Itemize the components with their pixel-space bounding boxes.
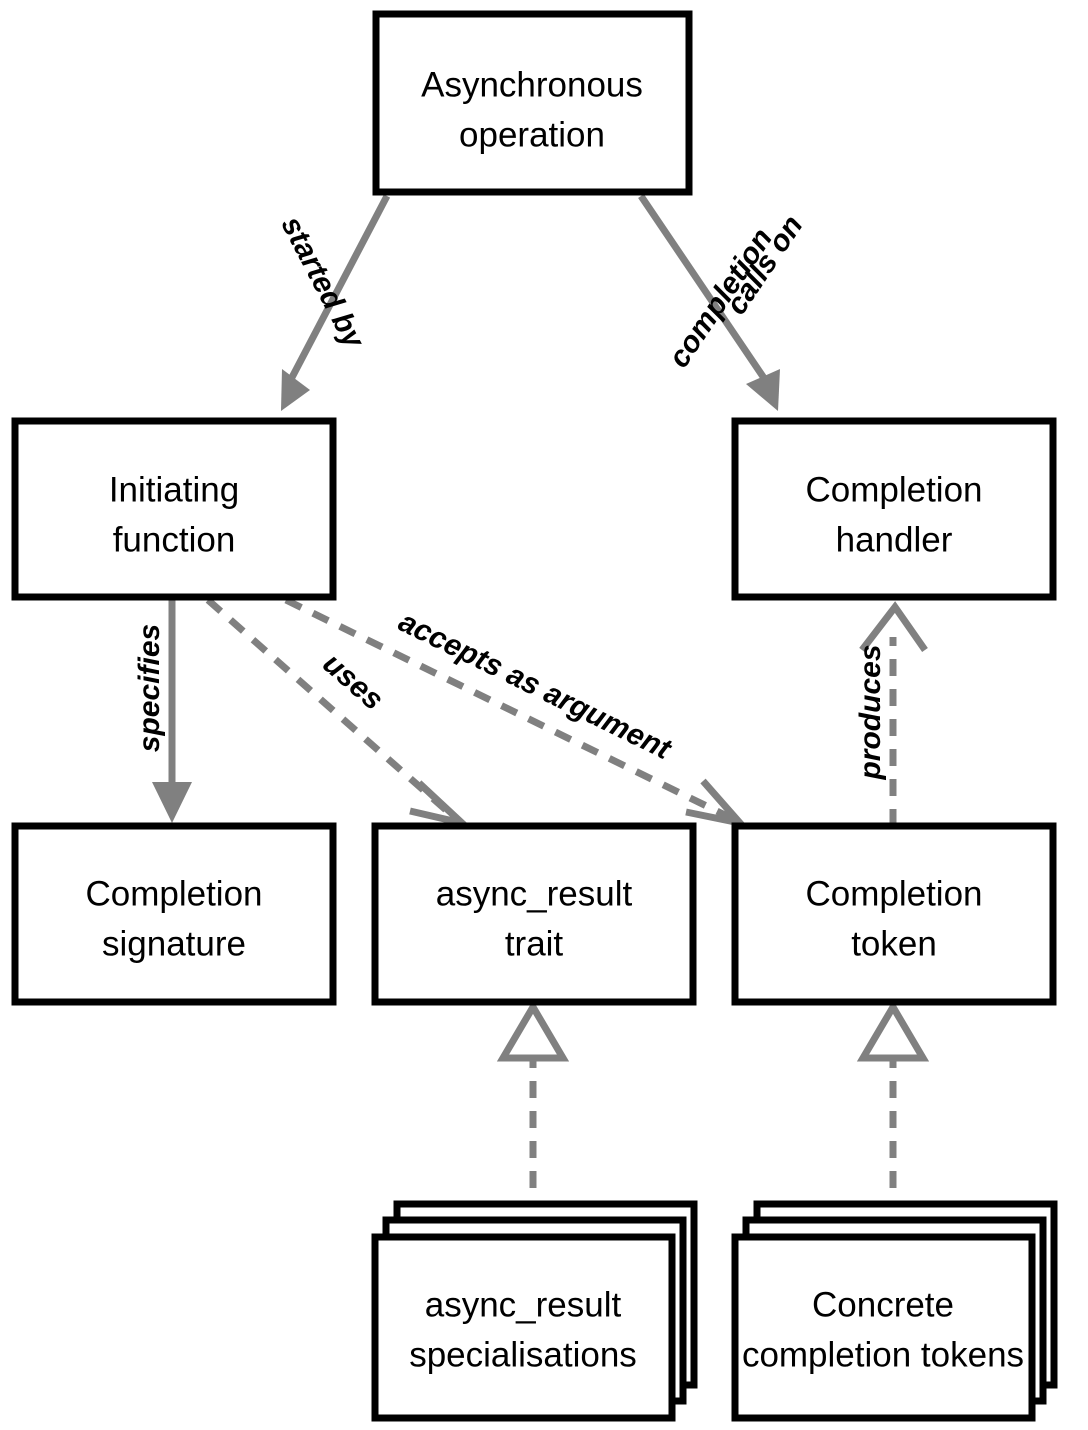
async-result-trait-label-line2: trait bbox=[505, 924, 564, 963]
concrete-completion-tokens-label-line1: Concrete bbox=[812, 1285, 954, 1324]
concrete-completion-tokens-box[interactable] bbox=[731, 1233, 1036, 1422]
asynchronous-operation-node[interactable]: Asynchronous operation bbox=[372, 10, 693, 196]
edge-started-by-label: started by bbox=[275, 211, 371, 355]
initiating-function-label-line1: Initiating bbox=[109, 470, 239, 509]
edge-specifies-arrowhead bbox=[152, 782, 192, 823]
completion-signature-node[interactable]: Completion signature bbox=[11, 822, 337, 1006]
edge-started-by: started by bbox=[275, 194, 391, 411]
completion-token-box[interactable] bbox=[731, 822, 1057, 1006]
asynchronous-operation-box[interactable] bbox=[372, 10, 693, 196]
completion-handler-box[interactable] bbox=[731, 417, 1057, 601]
completion-handler-label-line1: Completion bbox=[805, 470, 982, 509]
edge-async-result-realization bbox=[496, 1000, 570, 1218]
edge-calls-on-completion-arrowhead bbox=[746, 369, 780, 411]
initiating-function-label-line2: function bbox=[113, 520, 236, 559]
initiating-function-node[interactable]: Initiating function bbox=[11, 417, 337, 601]
edge-calls-on-completion-line bbox=[638, 194, 771, 386]
async-result-specialisations-label-line2: specialisations bbox=[409, 1335, 637, 1374]
initiating-function-box[interactable] bbox=[11, 417, 337, 601]
edge-produces-arrowhead bbox=[859, 601, 928, 653]
edge-uses-line bbox=[205, 597, 458, 821]
edge-calls-on-completion: calls on completion bbox=[638, 194, 810, 411]
edge-accepts-as-argument-label: accepts as argument bbox=[393, 605, 677, 767]
async-result-specialisations-node[interactable]: async_result specialisations bbox=[371, 1200, 698, 1422]
async-result-specialisations-box[interactable] bbox=[371, 1233, 676, 1422]
completion-token-node[interactable]: Completion token bbox=[731, 822, 1057, 1006]
edge-completion-token-realization-arrowhead bbox=[856, 1000, 930, 1062]
completion-signature-box[interactable] bbox=[11, 822, 337, 1006]
completion-handler-label-line2: handler bbox=[836, 520, 953, 559]
async-result-trait-node[interactable]: async_result trait bbox=[371, 822, 697, 1006]
edge-completion-token-realization bbox=[856, 1000, 930, 1218]
edge-specifies-label: specifies bbox=[133, 624, 166, 752]
edge-specifies: specifies bbox=[133, 600, 192, 823]
edge-started-by-line bbox=[284, 194, 391, 387]
edge-async-result-realization-arrowhead bbox=[496, 1000, 570, 1062]
edge-started-by-arrowhead bbox=[281, 369, 310, 411]
async-result-specialisations-label-line1: async_result bbox=[425, 1285, 622, 1324]
completion-handler-node[interactable]: Completion handler bbox=[731, 417, 1057, 601]
edge-produces-label: produces bbox=[854, 644, 887, 780]
completion-token-label-line2: token bbox=[851, 924, 937, 963]
edge-accepts-as-argument-line bbox=[284, 596, 733, 822]
edge-accepts-as-argument: accepts as argument bbox=[284, 596, 750, 829]
async-result-trait-box[interactable] bbox=[371, 822, 697, 1006]
async-result-trait-label-line1: async_result bbox=[436, 874, 633, 913]
edge-produces: produces bbox=[854, 601, 928, 826]
completion-signature-label-line2: signature bbox=[102, 924, 246, 963]
asynchronous-operation-label-line2: operation bbox=[459, 115, 605, 154]
completion-signature-label-line1: Completion bbox=[85, 874, 262, 913]
asynchronous-operation-label-line1: Asynchronous bbox=[421, 65, 643, 104]
concrete-completion-tokens-label-line2: completion tokens bbox=[742, 1335, 1024, 1374]
concrete-completion-tokens-node[interactable]: Concrete completion tokens bbox=[731, 1200, 1058, 1422]
completion-token-label-line1: Completion bbox=[805, 874, 982, 913]
